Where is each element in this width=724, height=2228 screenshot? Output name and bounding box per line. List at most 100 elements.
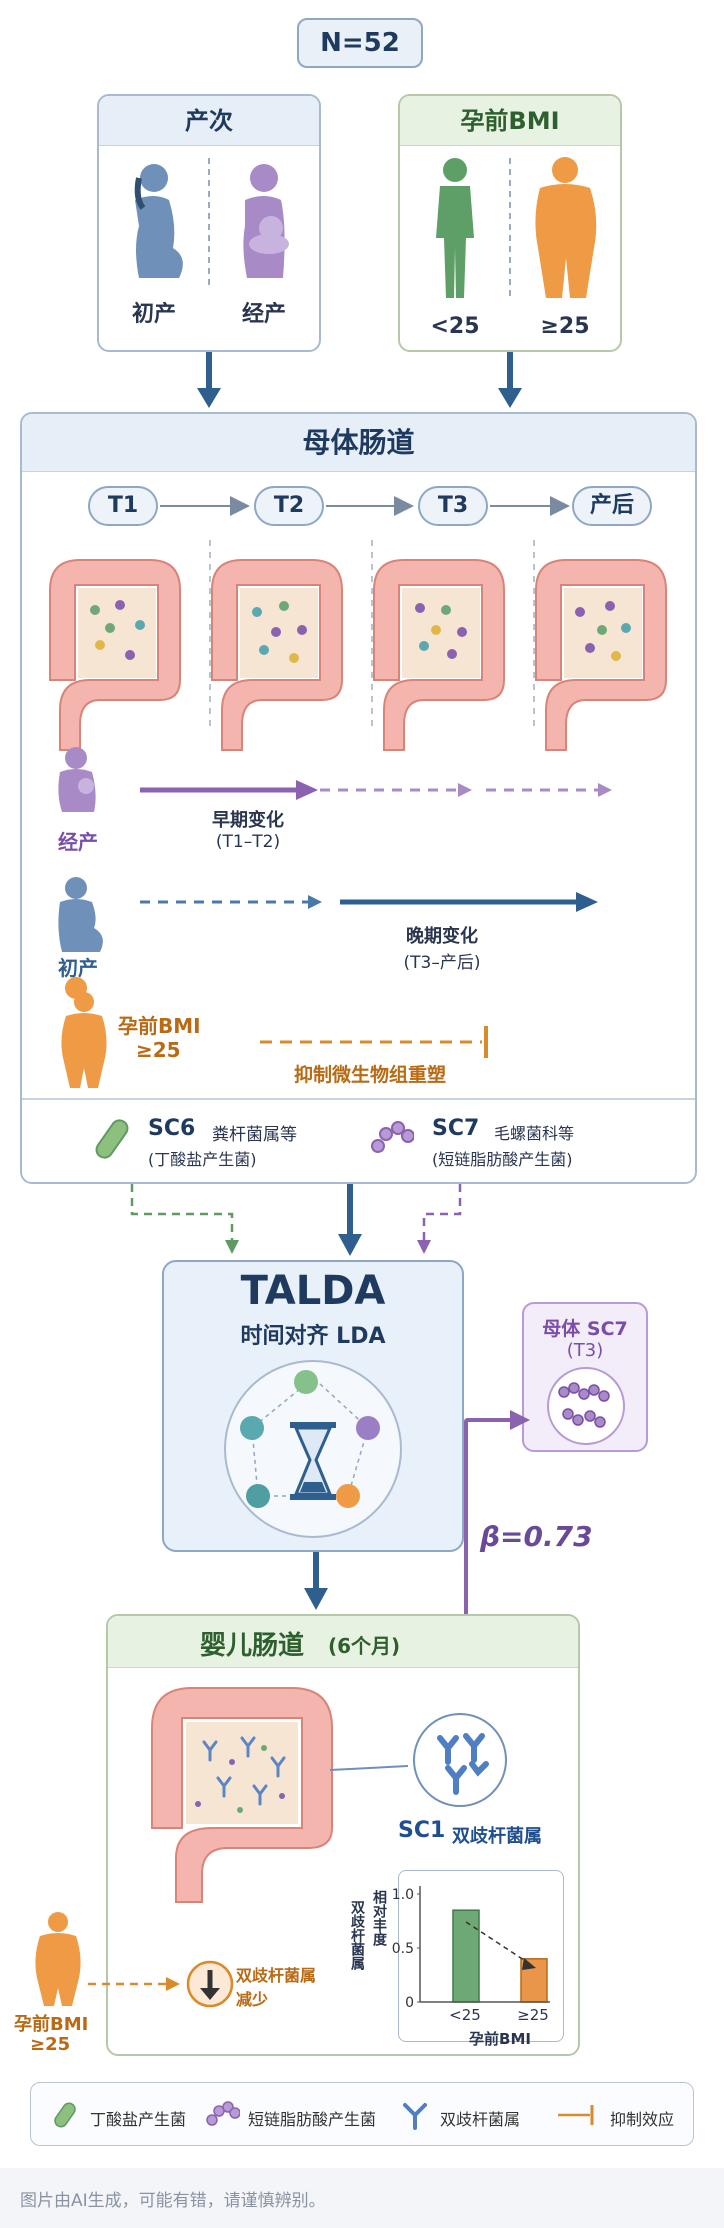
primipara-figure-icon bbox=[134, 164, 183, 278]
multipara-mother-icon bbox=[58, 747, 96, 812]
maternal-gut-title: 母体肠道 bbox=[302, 426, 415, 459]
legend-bifido-icon bbox=[403, 2103, 427, 2130]
maternal-intestine-graphics bbox=[49, 496, 667, 751]
sample-size-label: N=52 bbox=[320, 28, 400, 58]
sc1-bifido-circle bbox=[413, 1713, 507, 1807]
parity-figures bbox=[134, 158, 289, 288]
sc7-chain-icon bbox=[371, 1121, 414, 1153]
infant-intestine-icon bbox=[151, 1687, 333, 1903]
infant-bmi-label-1: 孕前BMI bbox=[14, 2014, 89, 2035]
legend-inhibit-label: 抑制效应 bbox=[610, 2110, 675, 2129]
arrow-down-icon bbox=[498, 352, 522, 408]
sc7-name: 毛螺菌科等 bbox=[494, 1124, 575, 1143]
bmi-low-label: <25 bbox=[430, 314, 480, 339]
chart-ylabel-part1: 双歧杆菌属 bbox=[349, 1900, 365, 1970]
top-arrows bbox=[197, 352, 522, 408]
maternal-bmi-label-2: ≥25 bbox=[136, 1038, 181, 1062]
legend-bifido-label: 双歧杆菌属 bbox=[440, 2110, 521, 2129]
timepoint-t1: T1 bbox=[88, 486, 158, 526]
maternal-sc7-line1: 母体 SC7 bbox=[542, 1318, 628, 1340]
normal-bmi-figure-icon bbox=[436, 158, 474, 298]
chart-ytick-label: 0.5 bbox=[392, 1941, 414, 1957]
sc7-desc: (短链脂肪酸产生菌) bbox=[432, 1150, 573, 1169]
chart-ytick-label: 0 bbox=[405, 1995, 414, 2011]
chart-ytick-label: 1.0 bbox=[392, 1887, 414, 1903]
intestine-t1-icon bbox=[49, 559, 181, 751]
timepoint-t3: T3 bbox=[418, 486, 488, 526]
sc6-desc: (丁酸盐产生菌) bbox=[148, 1150, 257, 1169]
infant-gut-title: 婴儿肠道 bbox=[200, 1631, 305, 1661]
footer-note: 图片由AI生成，可能有错，请谨慎辨别。 bbox=[20, 2191, 326, 2211]
parity-title: 产次 bbox=[185, 107, 233, 135]
sc7-code: SC7 bbox=[432, 1116, 480, 1141]
bifido-bar-chart: 0 0.5 1.0 bbox=[392, 1886, 550, 2011]
multipara-figure-icon bbox=[243, 164, 289, 278]
intestine-t3-icon bbox=[373, 559, 505, 751]
late-change-label: 晚期变化 bbox=[406, 926, 478, 947]
footer-bar bbox=[0, 2168, 724, 2228]
topic-node bbox=[336, 1484, 360, 1508]
late-range-label: (T3–产后) bbox=[403, 953, 481, 973]
primipara-row-label: 初产 bbox=[58, 956, 98, 980]
infant-gut-title-note: (6个月) bbox=[328, 1634, 401, 1658]
inhibit-remodeling-label: 抑制微生物组重塑 bbox=[293, 1064, 446, 1086]
infant-decrease-label-1: 双歧杆菌属 bbox=[236, 1966, 317, 1985]
legend-inhibit-icon bbox=[558, 2105, 594, 2125]
sc1-link-line bbox=[330, 1765, 409, 1771]
chart-ylabel-part2: 相对丰度 bbox=[371, 1890, 387, 1946]
maternal-to-talda-arrows bbox=[130, 1184, 462, 1256]
high-bmi-figure-icon bbox=[35, 1912, 81, 2006]
chart-xtick-low: <25 bbox=[449, 2006, 481, 2024]
early-change-label: 早期变化 bbox=[212, 810, 284, 831]
legend-butyrate-label: 丁酸盐产生菌 bbox=[90, 2110, 187, 2129]
bifidobacterium-icon bbox=[437, 1733, 489, 1795]
maternal-gut-header: 母体肠道 bbox=[22, 414, 695, 472]
timepoint-postpartum: 产后 bbox=[572, 486, 652, 526]
topic-node bbox=[240, 1416, 264, 1440]
sc6-bacillus-icon bbox=[95, 1119, 129, 1159]
maternal-gut-panel: 母体肠道 bbox=[20, 412, 697, 1184]
high-bmi-row-graphics bbox=[61, 992, 488, 1088]
bmi-high-label: ≥25 bbox=[540, 314, 590, 339]
sc1-code: SC1 bbox=[398, 1818, 446, 1843]
talda-title: TALDA bbox=[240, 1268, 386, 1314]
arrow-down-icon bbox=[197, 352, 221, 408]
beta-coefficient: β=0.73 bbox=[480, 1520, 593, 1553]
infant-bmi-label-2: ≥25 bbox=[30, 2034, 71, 2055]
talda-to-infant-arrow bbox=[304, 1552, 328, 1610]
infant-decrease-label-2: 减少 bbox=[236, 1990, 269, 2009]
intestine-t2-icon bbox=[211, 559, 343, 751]
topic-node bbox=[356, 1416, 380, 1440]
intestine-postpartum-icon bbox=[535, 559, 667, 751]
bmi-figures bbox=[436, 157, 597, 298]
parity-panel-header: 产次 bbox=[99, 96, 319, 146]
chart-xtick-high: ≥25 bbox=[517, 2006, 549, 2024]
legend-scfa-label: 短链脂肪酸产生菌 bbox=[248, 2110, 377, 2129]
sc6-name: 粪杆菌属等 bbox=[212, 1125, 297, 1145]
bmi-chart-box bbox=[398, 1870, 564, 2042]
hourglass-icon bbox=[290, 1422, 336, 1500]
parity-first-label: 初产 bbox=[131, 302, 176, 327]
talda-subtitle: 时间对齐 LDA bbox=[240, 1324, 386, 1349]
multipara-row-graphics bbox=[58, 747, 612, 999]
maternal-bmi-label-1: 孕前BMI bbox=[118, 1014, 201, 1038]
early-range-label: (T1–T2) bbox=[215, 832, 281, 852]
sc-divider bbox=[22, 1098, 695, 1100]
bmi-panel-header: 孕前BMI bbox=[400, 96, 620, 146]
infant-bmi-row-graphics bbox=[35, 1912, 234, 2008]
topic-node bbox=[294, 1370, 318, 1394]
bmi-panel: 孕前BMI <25 ≥25 bbox=[398, 94, 622, 352]
talda-model-graphic bbox=[224, 1360, 402, 1538]
high-bmi-figure-icon bbox=[61, 992, 107, 1088]
infant-gut-header bbox=[108, 1616, 578, 1668]
maternal-sc7-icon bbox=[547, 1367, 625, 1445]
multipara-row-label: 经产 bbox=[58, 830, 98, 854]
legend-butyrate-icon bbox=[54, 2102, 76, 2128]
sc1-name: 双歧杆菌属 bbox=[452, 1826, 542, 1847]
sc6-code: SC6 bbox=[148, 1116, 196, 1141]
sample-size-box: N=52 bbox=[297, 18, 423, 68]
timepoint-t2: T2 bbox=[254, 486, 324, 526]
chart-bar-low-bmi bbox=[452, 1909, 480, 2003]
bmi-title: 孕前BMI bbox=[460, 107, 560, 135]
high-bmi-figure-icon bbox=[535, 157, 597, 298]
